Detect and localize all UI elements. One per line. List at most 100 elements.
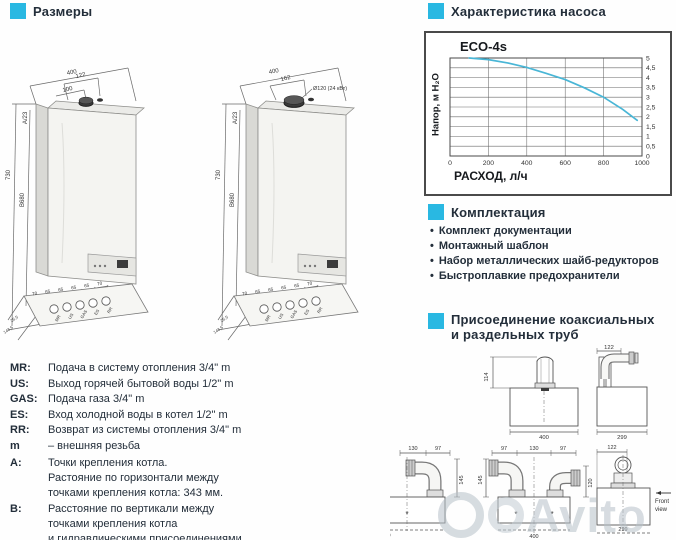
dim-label: 65 — [58, 286, 64, 292]
flue-diameter-label: Ø120 (24 кВт) — [313, 86, 347, 92]
section-bullet-square — [10, 3, 26, 19]
legend-key: GAS: — [10, 393, 38, 405]
port-label: ES — [93, 308, 100, 316]
note-line: точками крепления котла — [48, 518, 178, 530]
dim-label: 65 — [268, 286, 274, 292]
legend-value: Возврат из системы отопления 3/4" m — [48, 424, 242, 436]
x-tick-label: 400 — [521, 160, 533, 167]
port-label: US — [277, 312, 284, 320]
dim-label: 730 — [6, 169, 12, 180]
dim-label: 26,5 — [9, 314, 19, 323]
note-line: точками крепления котла: 343 мм. — [48, 487, 224, 499]
y-tick-label: 0 — [646, 153, 650, 160]
boiler-front-face — [257, 107, 347, 285]
dim-label: 145 — [478, 475, 484, 484]
dim-label: 162 — [280, 75, 292, 83]
legend-row: ES:Вход холодной воды в котел 1/2" m — [10, 408, 415, 424]
dim-label: 400 — [66, 69, 78, 77]
dim-label: 26,5 — [219, 314, 229, 323]
section-bullet-square — [428, 3, 444, 19]
note-text: Расстояние по вертикали между точками кр… — [48, 502, 245, 540]
port-label: MR — [54, 314, 62, 322]
note-line: и гидравлическими присоединениями. — [48, 533, 245, 540]
legend-row: MR:Подача в систему отопления 3/4" m — [10, 361, 415, 377]
dim-label: 100 — [62, 86, 74, 94]
dim-label: 70 — [307, 280, 313, 286]
mark-asterisk: * — [550, 510, 553, 519]
x-tick-label: 0 — [448, 160, 452, 167]
legend-key: RR: — [10, 424, 30, 436]
y-tick-label: 2 — [646, 114, 650, 121]
bullet-icon: • — [430, 240, 434, 252]
port-label: GAS — [79, 309, 88, 319]
list-item: •Быстроплавкие предохранители — [430, 269, 670, 284]
dim-label: 400 — [390, 533, 391, 539]
section-bullet-square — [428, 204, 444, 220]
bullet-icon: • — [430, 255, 434, 267]
small-pipe — [97, 98, 103, 102]
y-tick-label: 2,5 — [646, 104, 656, 111]
front-view-label: view — [655, 507, 668, 513]
port-label: RR — [316, 306, 324, 314]
dim-label: B680 — [20, 192, 26, 207]
dim-label: 299 — [618, 527, 627, 533]
port-label: GAS — [289, 309, 298, 319]
coaxial-side-diagram: 122 299 — [596, 345, 648, 441]
note-line: Растояние по горизонтали между — [48, 472, 219, 484]
dim-label: 400 — [529, 534, 538, 540]
dim-label: 730 — [216, 169, 222, 180]
boiler-dimension-diagram-2: 400 162 A/23 730 B680 Ø120 (24 кВт) 70 6… — [212, 67, 359, 341]
list-item-text: Комплект документации — [438, 225, 572, 237]
dim-label: 65 — [71, 284, 77, 290]
dim-label: 70 — [97, 280, 103, 286]
split-pipe-diagram: 97 130 97 145 120 * * — [478, 446, 594, 540]
legend-value: Выход горячей бытовой воды 1/2" m — [48, 377, 234, 390]
control-panel — [297, 253, 347, 277]
small-pipe — [308, 97, 314, 102]
list-item-text: Монтажный шаблон — [438, 240, 549, 252]
dim-label: 143,5 — [2, 324, 14, 334]
dim-label: B680 — [230, 192, 236, 207]
connection-plate — [233, 283, 359, 327]
y-tick-label: 5 — [646, 55, 650, 62]
mark-asterisk: * — [514, 510, 517, 519]
arrow-left-icon — [656, 491, 661, 495]
legend-value: – внешняя резьба — [48, 439, 141, 452]
list-item-text: Набор металлических шайб-редукторов — [438, 255, 659, 267]
dim-label: A/23 — [233, 111, 239, 124]
legend-key: m — [10, 439, 20, 452]
y-tick-label: 4 — [646, 75, 650, 82]
port-label: ES — [303, 308, 310, 316]
dim-label: 299 — [617, 435, 627, 441]
display — [327, 260, 338, 268]
dim-label: 65 — [255, 288, 261, 294]
connection-legend: MR:Подача в систему отопления 3/4" m US:… — [10, 361, 415, 454]
dim-label: 70 — [32, 290, 38, 296]
x-tick-label: 600 — [560, 160, 572, 167]
legend-key: US: — [10, 377, 29, 390]
dim-label: 143,5 — [212, 324, 224, 334]
equipment-list: • Комплект документации • Монтажный шаблон… — [430, 224, 670, 284]
legend-value: Вход холодной воды в котел 1/2" m — [48, 408, 228, 421]
dim-label: A/23 — [23, 111, 29, 124]
section-header-pipes: Присоединение коаксиальных и раздельных … — [428, 312, 655, 342]
boiler-side-face — [35, 103, 49, 277]
split-pipe-diagram-partial: 130 97 145 * 400 — [390, 446, 465, 539]
y-tick-label: 4,5 — [646, 65, 656, 72]
dim-label: 122 — [607, 445, 616, 451]
section-header-pump: Характеристика насоса — [428, 3, 606, 19]
dim-label: 65 — [84, 282, 90, 288]
legend-row: RR: Возврат из системы отопления 3/4" m — [10, 423, 415, 439]
pump-curve — [468, 57, 639, 122]
y-tick-label: 0,5 — [646, 144, 656, 151]
dim-label: 130 — [408, 446, 417, 452]
dim-label: 145 — [459, 475, 465, 484]
list-item: • Монтажный шаблон — [430, 239, 670, 254]
dim-label: 122 — [604, 345, 614, 351]
bullet-icon: • — [430, 225, 434, 237]
front-view-diagram: 122 299 Front view — [596, 445, 671, 534]
dim-label: 65 — [281, 284, 287, 290]
